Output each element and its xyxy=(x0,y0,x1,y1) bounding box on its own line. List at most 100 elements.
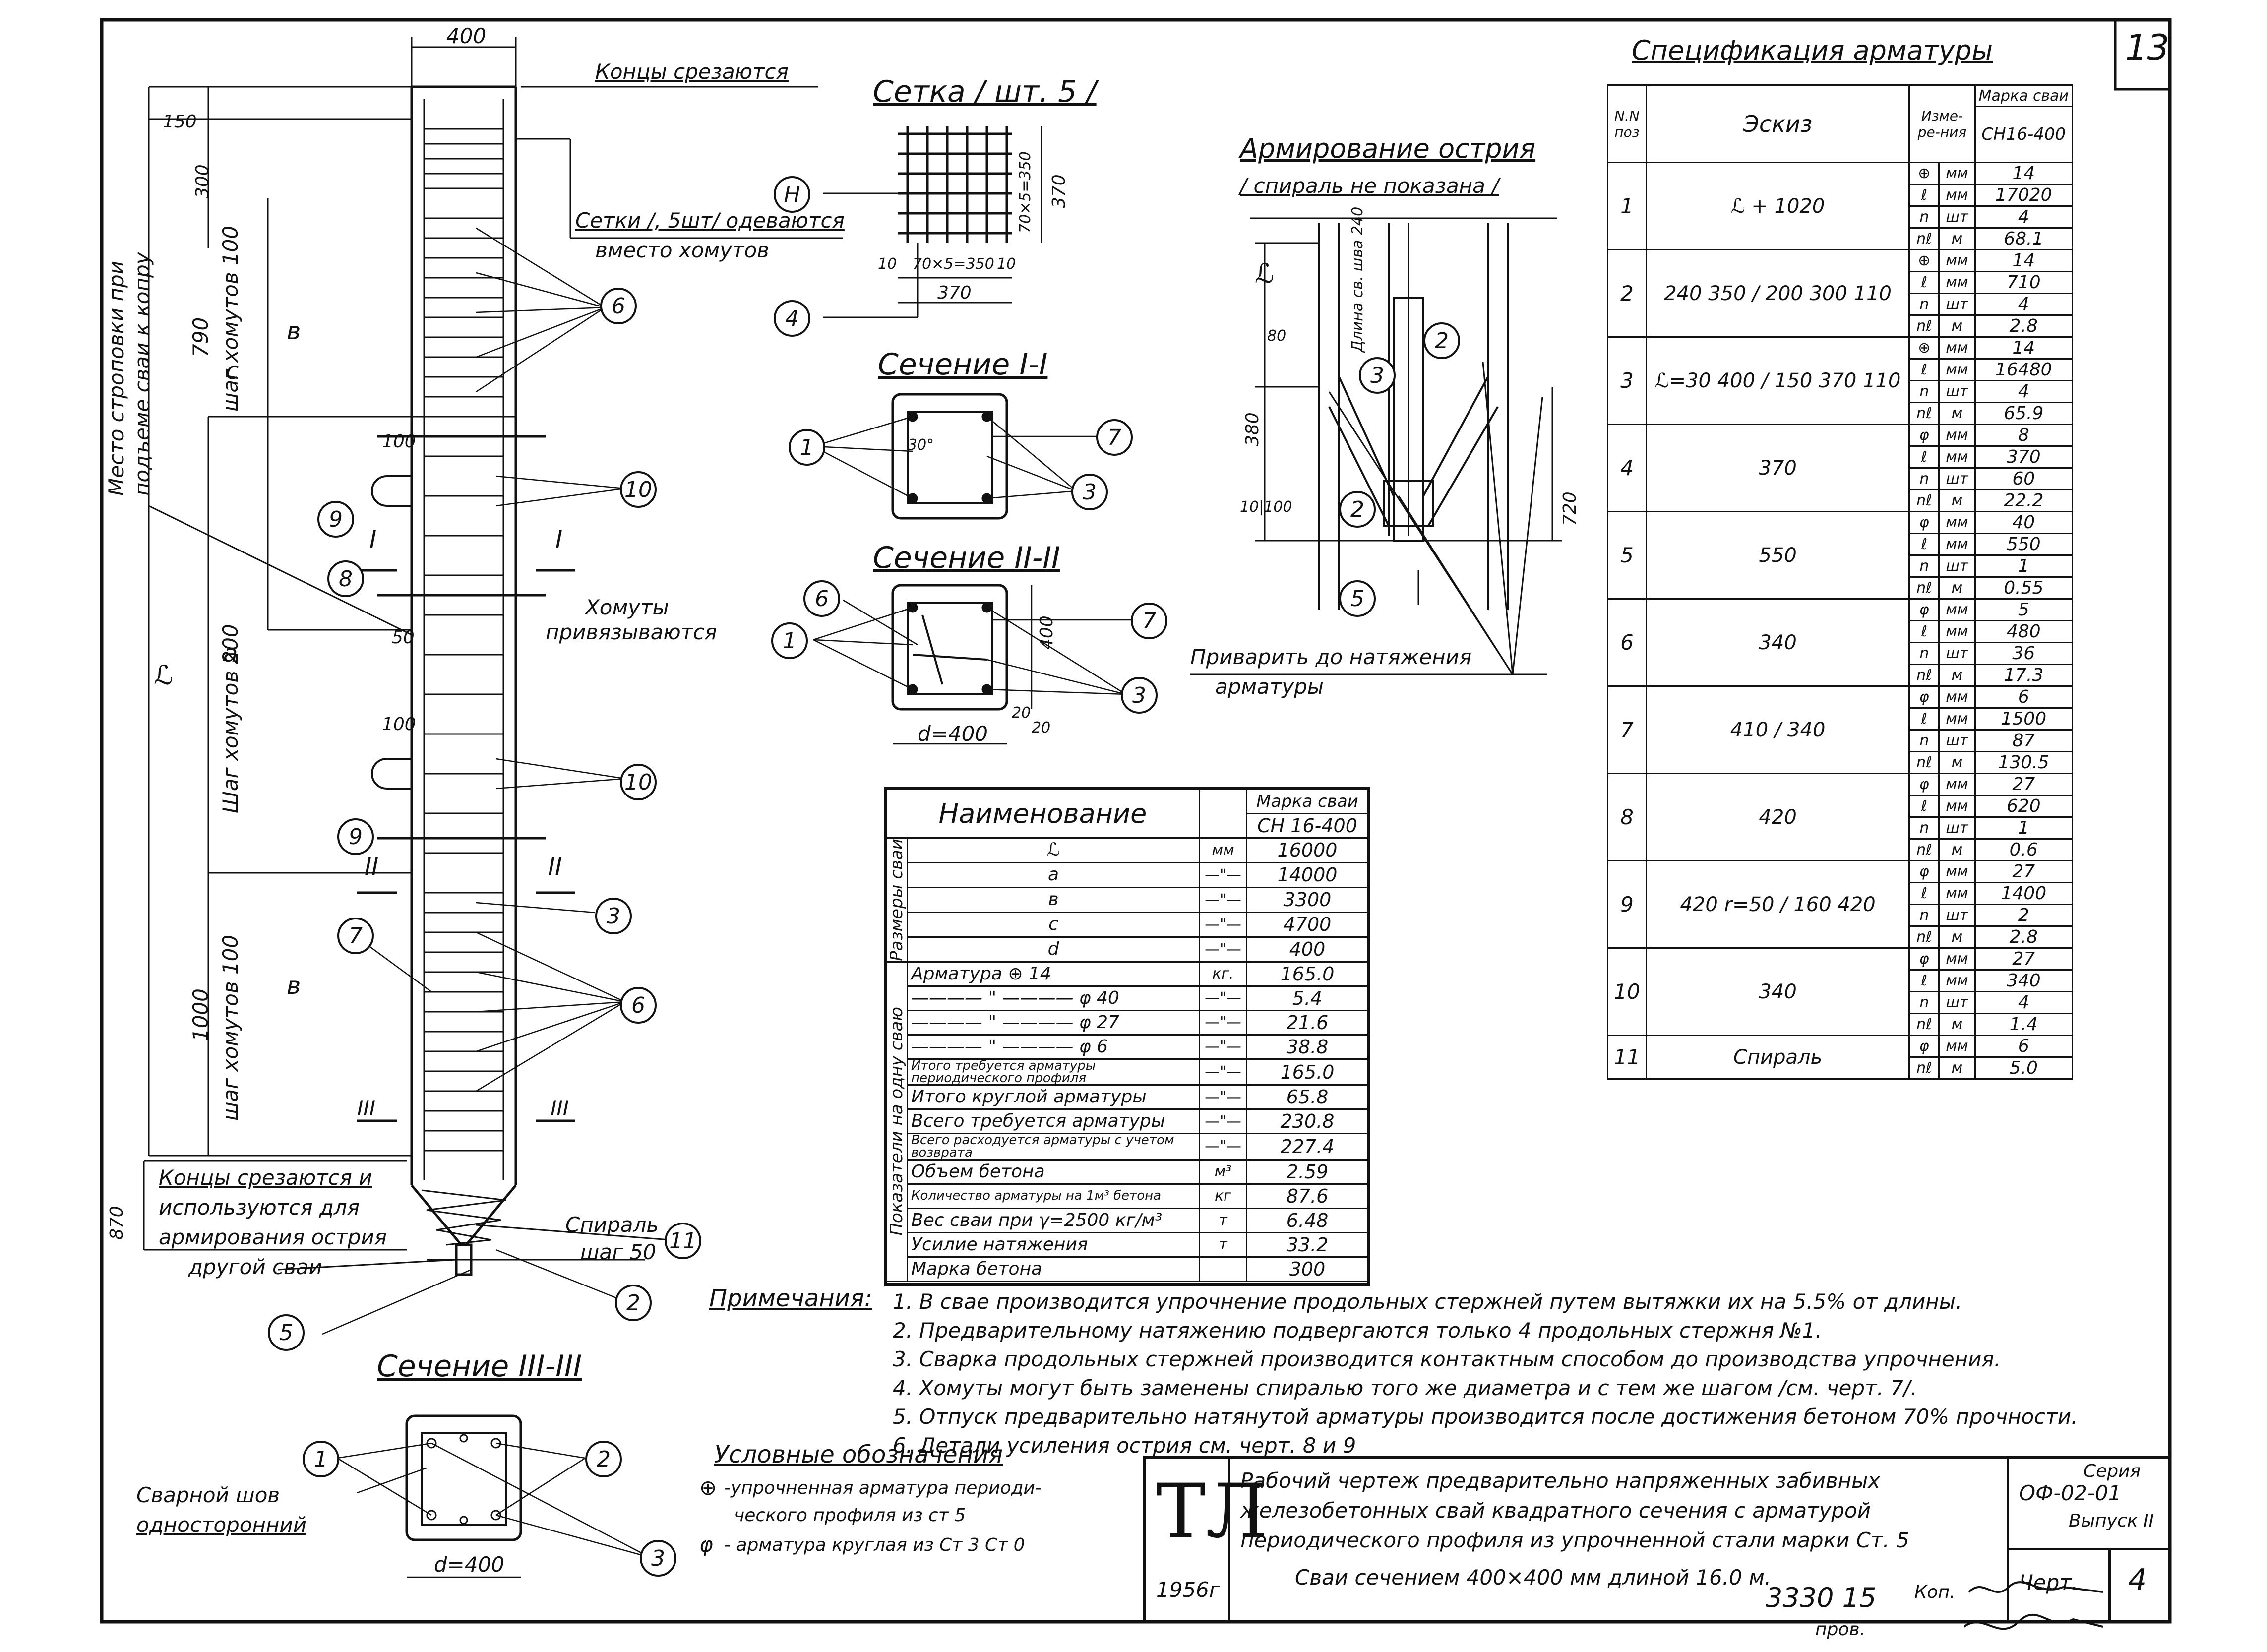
cut-II-right: II xyxy=(548,853,562,881)
params-cell-unit xyxy=(1199,1256,1247,1282)
section2-callout-7: 7 xyxy=(1131,603,1167,639)
tip-dim-720: 720 xyxy=(1560,491,1580,526)
callout-10-top: 10 xyxy=(620,471,657,508)
spec-cell-unit: м xyxy=(1938,751,1976,774)
notes-title: Примечания: xyxy=(709,1285,872,1312)
params-row: Всего требуется арматуры—"—230.8 xyxy=(886,1108,1369,1135)
spec-cell-sym: φ xyxy=(1908,424,1940,447)
cherg-label: Черт. xyxy=(2019,1570,2079,1594)
spec-pos: 7 xyxy=(1607,685,1647,774)
spec-cell-sym: nℓ xyxy=(1908,838,1940,861)
params-cell-value: 33.2 xyxy=(1246,1231,1369,1258)
callout-3-elev: 3 xyxy=(595,898,632,934)
spec-cell-sym: ℓ xyxy=(1908,184,1940,207)
spec-cell-sym: ⊕ xyxy=(1908,162,1940,185)
params-cell-unit: —"— xyxy=(1199,886,1247,913)
spec-cell-sym: n xyxy=(1908,380,1940,403)
params-cell-unit: —"— xyxy=(1199,861,1247,888)
section2-dim-20b: 20 xyxy=(1032,719,1051,736)
legend-item1-line2: ческого профиля из ст 5 xyxy=(734,1505,966,1526)
spec-cell-unit: м xyxy=(1938,1013,1976,1036)
params-cell-unit: —"— xyxy=(1199,985,1247,1011)
dim-50: 50 xyxy=(392,627,415,648)
step-200: Шаг хомутов 200 xyxy=(218,624,243,813)
desc-line4: Сваи сечением 400×400 мм длиной 16.0 м. xyxy=(1295,1565,1772,1590)
section2-dim-d: d=400 xyxy=(918,722,988,746)
series-label: Серия xyxy=(2083,1461,2141,1481)
section3-dim: d=400 xyxy=(434,1552,505,1577)
spec-cell-val: 6 xyxy=(1974,685,2074,709)
spec-cell-unit: шт xyxy=(1938,642,1976,665)
cherg-value: 4 xyxy=(2128,1563,2147,1597)
weld-label-1: Сварной шов xyxy=(136,1483,280,1507)
spec-cell-sym: ⊕ xyxy=(1908,336,1940,360)
mesh-title: Сетка / шт. 5 / xyxy=(873,74,1097,109)
spec-cell-val: 27 xyxy=(1974,947,2074,971)
params-cell-name: в xyxy=(907,886,1200,913)
params-cell-value: 4700 xyxy=(1246,911,1369,938)
spec-cell-val: 68.1 xyxy=(1974,227,2074,250)
letter-L: ℒ xyxy=(154,660,173,691)
params-cell-unit: т xyxy=(1199,1231,1247,1258)
section1-callout-1: 1 xyxy=(789,429,825,466)
sheet-number: 13 xyxy=(2125,27,2170,68)
note-item: 4. Хомуты могут быть заменены спиралью т… xyxy=(893,1376,1917,1400)
spec-cell-sym: n xyxy=(1908,816,1940,840)
params-cell-value: 227.4 xyxy=(1246,1133,1369,1161)
legend-sym-2: φ xyxy=(699,1532,713,1557)
note-item: 6. Детали усиления острия см. черт. 8 и … xyxy=(893,1433,1356,1458)
spec-cell-unit: м xyxy=(1938,838,1976,861)
spec-cell-val: 14 xyxy=(1974,162,2074,185)
spec-pos: 5 xyxy=(1607,511,1647,600)
params-cell-name: Всего расходуется арматуры с учетом возв… xyxy=(907,1133,1200,1161)
spec-cell-sym: n xyxy=(1908,554,1940,578)
spec-col-unit: Изме-ре-ния xyxy=(1908,84,1976,163)
spec-pos: 10 xyxy=(1607,947,1647,1036)
params-cell-name: Усилие натяжения xyxy=(907,1231,1200,1258)
spec-cell-unit: м xyxy=(1938,1056,1976,1080)
params-cell-value: 300 xyxy=(1246,1256,1369,1282)
series-value: ОФ-02-01 xyxy=(2019,1481,2122,1505)
section3-title: Сечение III-III xyxy=(377,1349,582,1384)
params-cell-name: Вес сваи при γ=2500 кг/м³ xyxy=(907,1207,1200,1233)
spec-pos: 2 xyxy=(1607,249,1647,338)
params-cell-name: ———— " ———— φ 6 xyxy=(907,1034,1200,1060)
params-cell-unit: кг xyxy=(1199,1183,1247,1209)
spec-cell-sym: φ xyxy=(1908,598,1940,621)
letter-a: a xyxy=(223,640,238,668)
callout-2-elev: 2 xyxy=(615,1285,652,1321)
spec-cell-unit: шт xyxy=(1938,729,1976,752)
desc-line2: железобетонных свай квадратного сечения … xyxy=(1240,1498,1871,1523)
params-cell-name: a xyxy=(907,861,1200,888)
cut-III-right: III xyxy=(551,1096,569,1120)
params-row: d—"—400 xyxy=(886,936,1369,963)
spec-cell-sym: nℓ xyxy=(1908,576,1940,600)
spec-cell-sym: nℓ xyxy=(1908,227,1940,250)
callout-9-bot: 9 xyxy=(337,818,374,855)
spec-pos: 9 xyxy=(1607,860,1647,949)
parameters-table: Наименование Марка сваи СН 16-400 Размер… xyxy=(885,789,1369,1282)
spec-pos: 4 xyxy=(1607,424,1647,512)
spec-cell-unit: мм xyxy=(1938,184,1976,207)
section1-callout-7: 7 xyxy=(1096,419,1133,456)
params-row: a—"—14000 xyxy=(886,861,1369,888)
spec-cell-val: 130.5 xyxy=(1974,751,2074,774)
spec-sketch: 340 xyxy=(1645,947,1910,1036)
params-cell-value: 165.0 xyxy=(1246,1058,1369,1086)
letter-b: в xyxy=(287,317,301,345)
section2-callout-3: 3 xyxy=(1121,677,1158,714)
